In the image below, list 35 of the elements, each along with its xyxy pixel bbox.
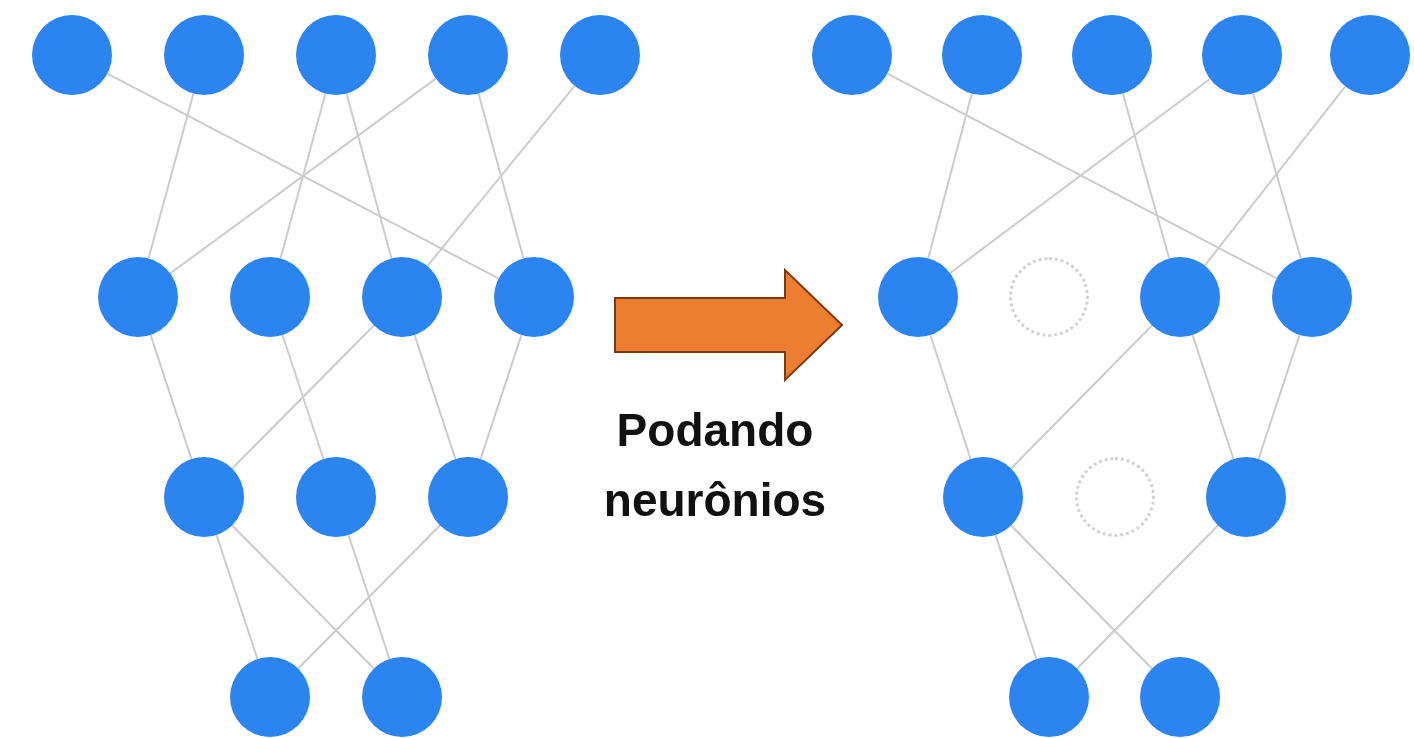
block-arrow [614,267,844,383]
connection-line [281,334,325,460]
connection-line [1010,524,1153,670]
removed-neuron-circle [1075,457,1155,537]
connection-line [169,77,437,275]
connection-line [1076,524,1219,670]
connection-line [413,334,457,460]
connection-line [477,92,525,260]
neuron-circle [164,457,244,537]
connection-line [215,534,259,660]
connection-line [929,334,972,460]
connection-line [949,77,1211,275]
connection-line [479,334,523,460]
connection-line [426,84,576,268]
connection-line [149,334,193,460]
connection-line [927,92,973,260]
neuron-circle [943,457,1023,537]
edge-label: Podando neurônios [602,403,828,528]
connection-line [1252,92,1302,260]
connection-line [994,534,1038,660]
connection-line [1010,324,1153,470]
connection-line [1191,334,1235,460]
connection-line [347,534,391,660]
connection-line [231,524,375,670]
connection-line [1121,92,1171,260]
connection-line [231,324,375,470]
connection-line [297,524,441,670]
connection-line [147,92,195,260]
removed-neuron-circle [1009,257,1089,337]
connection-line [106,72,500,280]
connection-line [345,92,393,260]
connection-line [1203,85,1347,267]
connection-line [279,92,327,260]
connection-line [1257,334,1301,460]
connection-line [886,72,1278,280]
